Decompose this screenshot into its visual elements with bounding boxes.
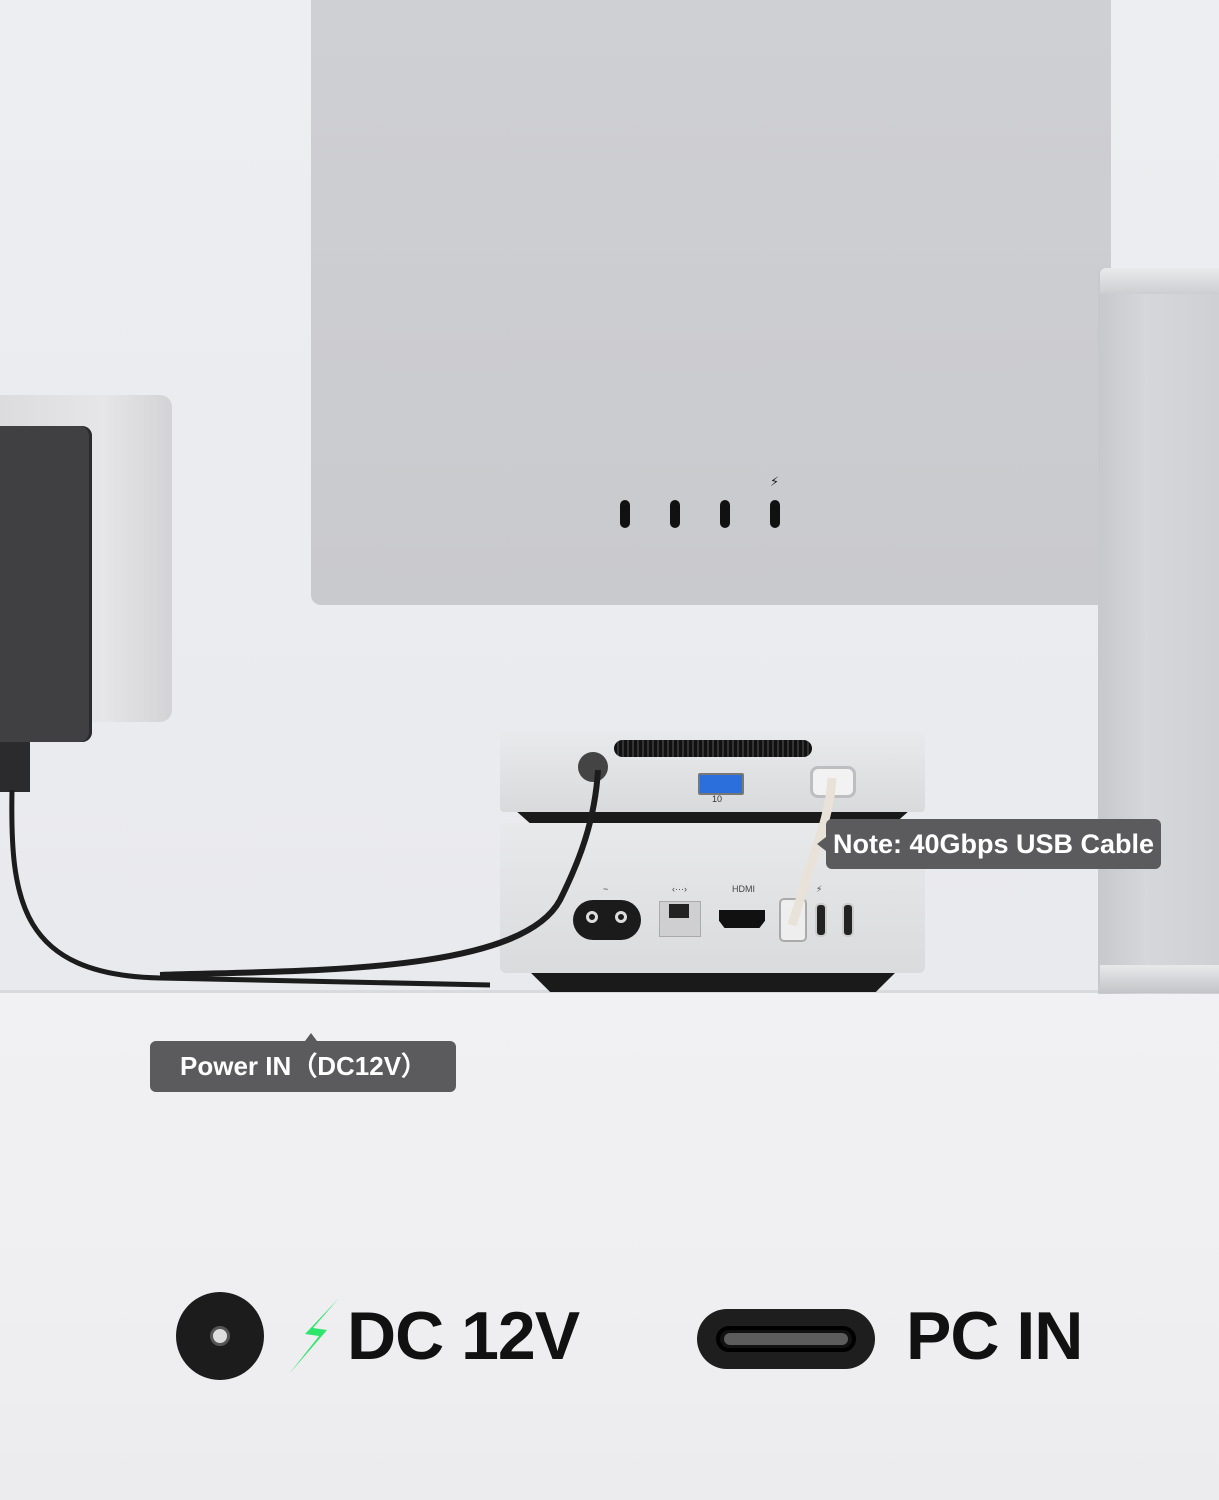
- ethernet-port-socket: [669, 904, 689, 918]
- usb-speed-label: 10: [712, 794, 723, 804]
- dc-12v-label: DC 12V: [347, 1298, 580, 1374]
- pc-in-label: PC IN: [906, 1298, 1083, 1374]
- power-in-callout: Power IN（DC12V）: [150, 1033, 456, 1092]
- adapter-cable-strain-relief: [0, 742, 30, 792]
- usb-a-port: [698, 773, 744, 795]
- pc-top-base: [515, 810, 910, 824]
- lightning-bolt-icon: [289, 1298, 339, 1374]
- ac-pin-left: [586, 911, 598, 923]
- monitor-stand-top: [1100, 268, 1219, 294]
- ac-pin-right: [615, 911, 627, 923]
- vent-grille: [614, 740, 812, 757]
- monitor-stand: [1098, 268, 1219, 994]
- monitor-back: [311, 0, 1111, 605]
- pc-bottom-base: [528, 970, 898, 992]
- monitor-stand-foot: [1100, 965, 1219, 993]
- ac-power-port: [573, 900, 641, 940]
- hdmi-label: HDMI: [732, 884, 755, 894]
- hdmi-port: [719, 910, 765, 928]
- dc-in-port: [578, 752, 608, 782]
- ac-label: ~: [603, 884, 609, 894]
- usb-c-port: [842, 903, 854, 937]
- power-adapter: [0, 426, 92, 742]
- monitor-thunderbolt-port: [770, 500, 780, 528]
- monitor-usb-c-port-2: [670, 500, 680, 528]
- monitor-usb-c-port-1: [620, 500, 630, 528]
- thunderbolt-label: ⚡: [816, 884, 823, 894]
- dc-jack-center-pin: [210, 1326, 230, 1346]
- note-callout: Note: 40Gbps USB Cable: [816, 819, 1162, 869]
- ethernet-label: ‹···›: [672, 884, 687, 894]
- usb-c-port-tongue: [724, 1333, 848, 1345]
- thunderbolt-icon: ⚡: [770, 474, 780, 489]
- usb-c-port: [815, 903, 827, 937]
- monitor-usb-c-port-3: [720, 500, 730, 528]
